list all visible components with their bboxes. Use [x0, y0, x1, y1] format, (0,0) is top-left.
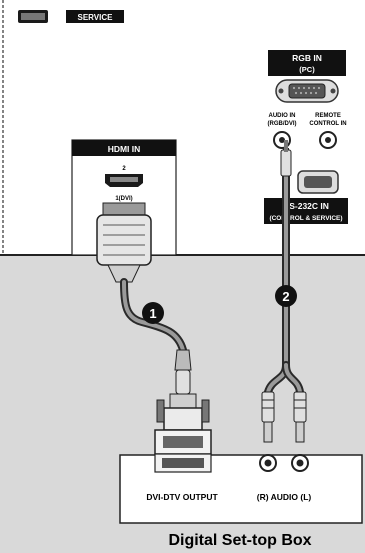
- device-title: Digital Set-top Box: [168, 532, 311, 549]
- service-label-box: [66, 10, 124, 23]
- rs232c-sub: (CONTROL & SERVICE): [269, 215, 342, 222]
- rs232c-label-box: [264, 198, 348, 224]
- rca-plug-right: [261, 391, 275, 443]
- hdmi-port2-label: 2: [122, 166, 126, 172]
- step-2-label: 2: [282, 289, 289, 304]
- audio-in-label: AUDIO IN: [269, 113, 296, 119]
- remote-sub: CONTROL IN: [309, 121, 346, 127]
- service-label: SERVICE: [78, 13, 114, 22]
- rgb-in-label: RGB IN: [292, 53, 322, 63]
- rgb-in-pins: [292, 86, 321, 95]
- hdmi-port1-label: 1(DVI): [115, 196, 132, 202]
- hdmi-in-label: HDMI IN: [108, 144, 141, 154]
- dvi-plug: [154, 349, 212, 455]
- hdmi-in-label-box: [72, 140, 176, 156]
- step-1-label: 1: [149, 306, 156, 321]
- hdmi-plug: [96, 202, 152, 283]
- step-1-badge: [142, 302, 164, 324]
- rgb-in-label-box: [268, 50, 346, 76]
- rgb-in-sub: (PC): [299, 65, 315, 74]
- audio-output-label: (R) AUDIO (L): [257, 492, 312, 502]
- rs232c-label: RS-232C IN: [283, 201, 329, 211]
- audio-mini-plug: [280, 149, 292, 177]
- audio-in-sub: (RGB/DVI): [268, 121, 297, 127]
- dvi-output-label: DVI-DTV OUTPUT: [146, 492, 218, 502]
- remote-label: REMOTE: [315, 113, 341, 119]
- rca-plug-left: [293, 391, 307, 443]
- step-2-badge: [275, 285, 297, 307]
